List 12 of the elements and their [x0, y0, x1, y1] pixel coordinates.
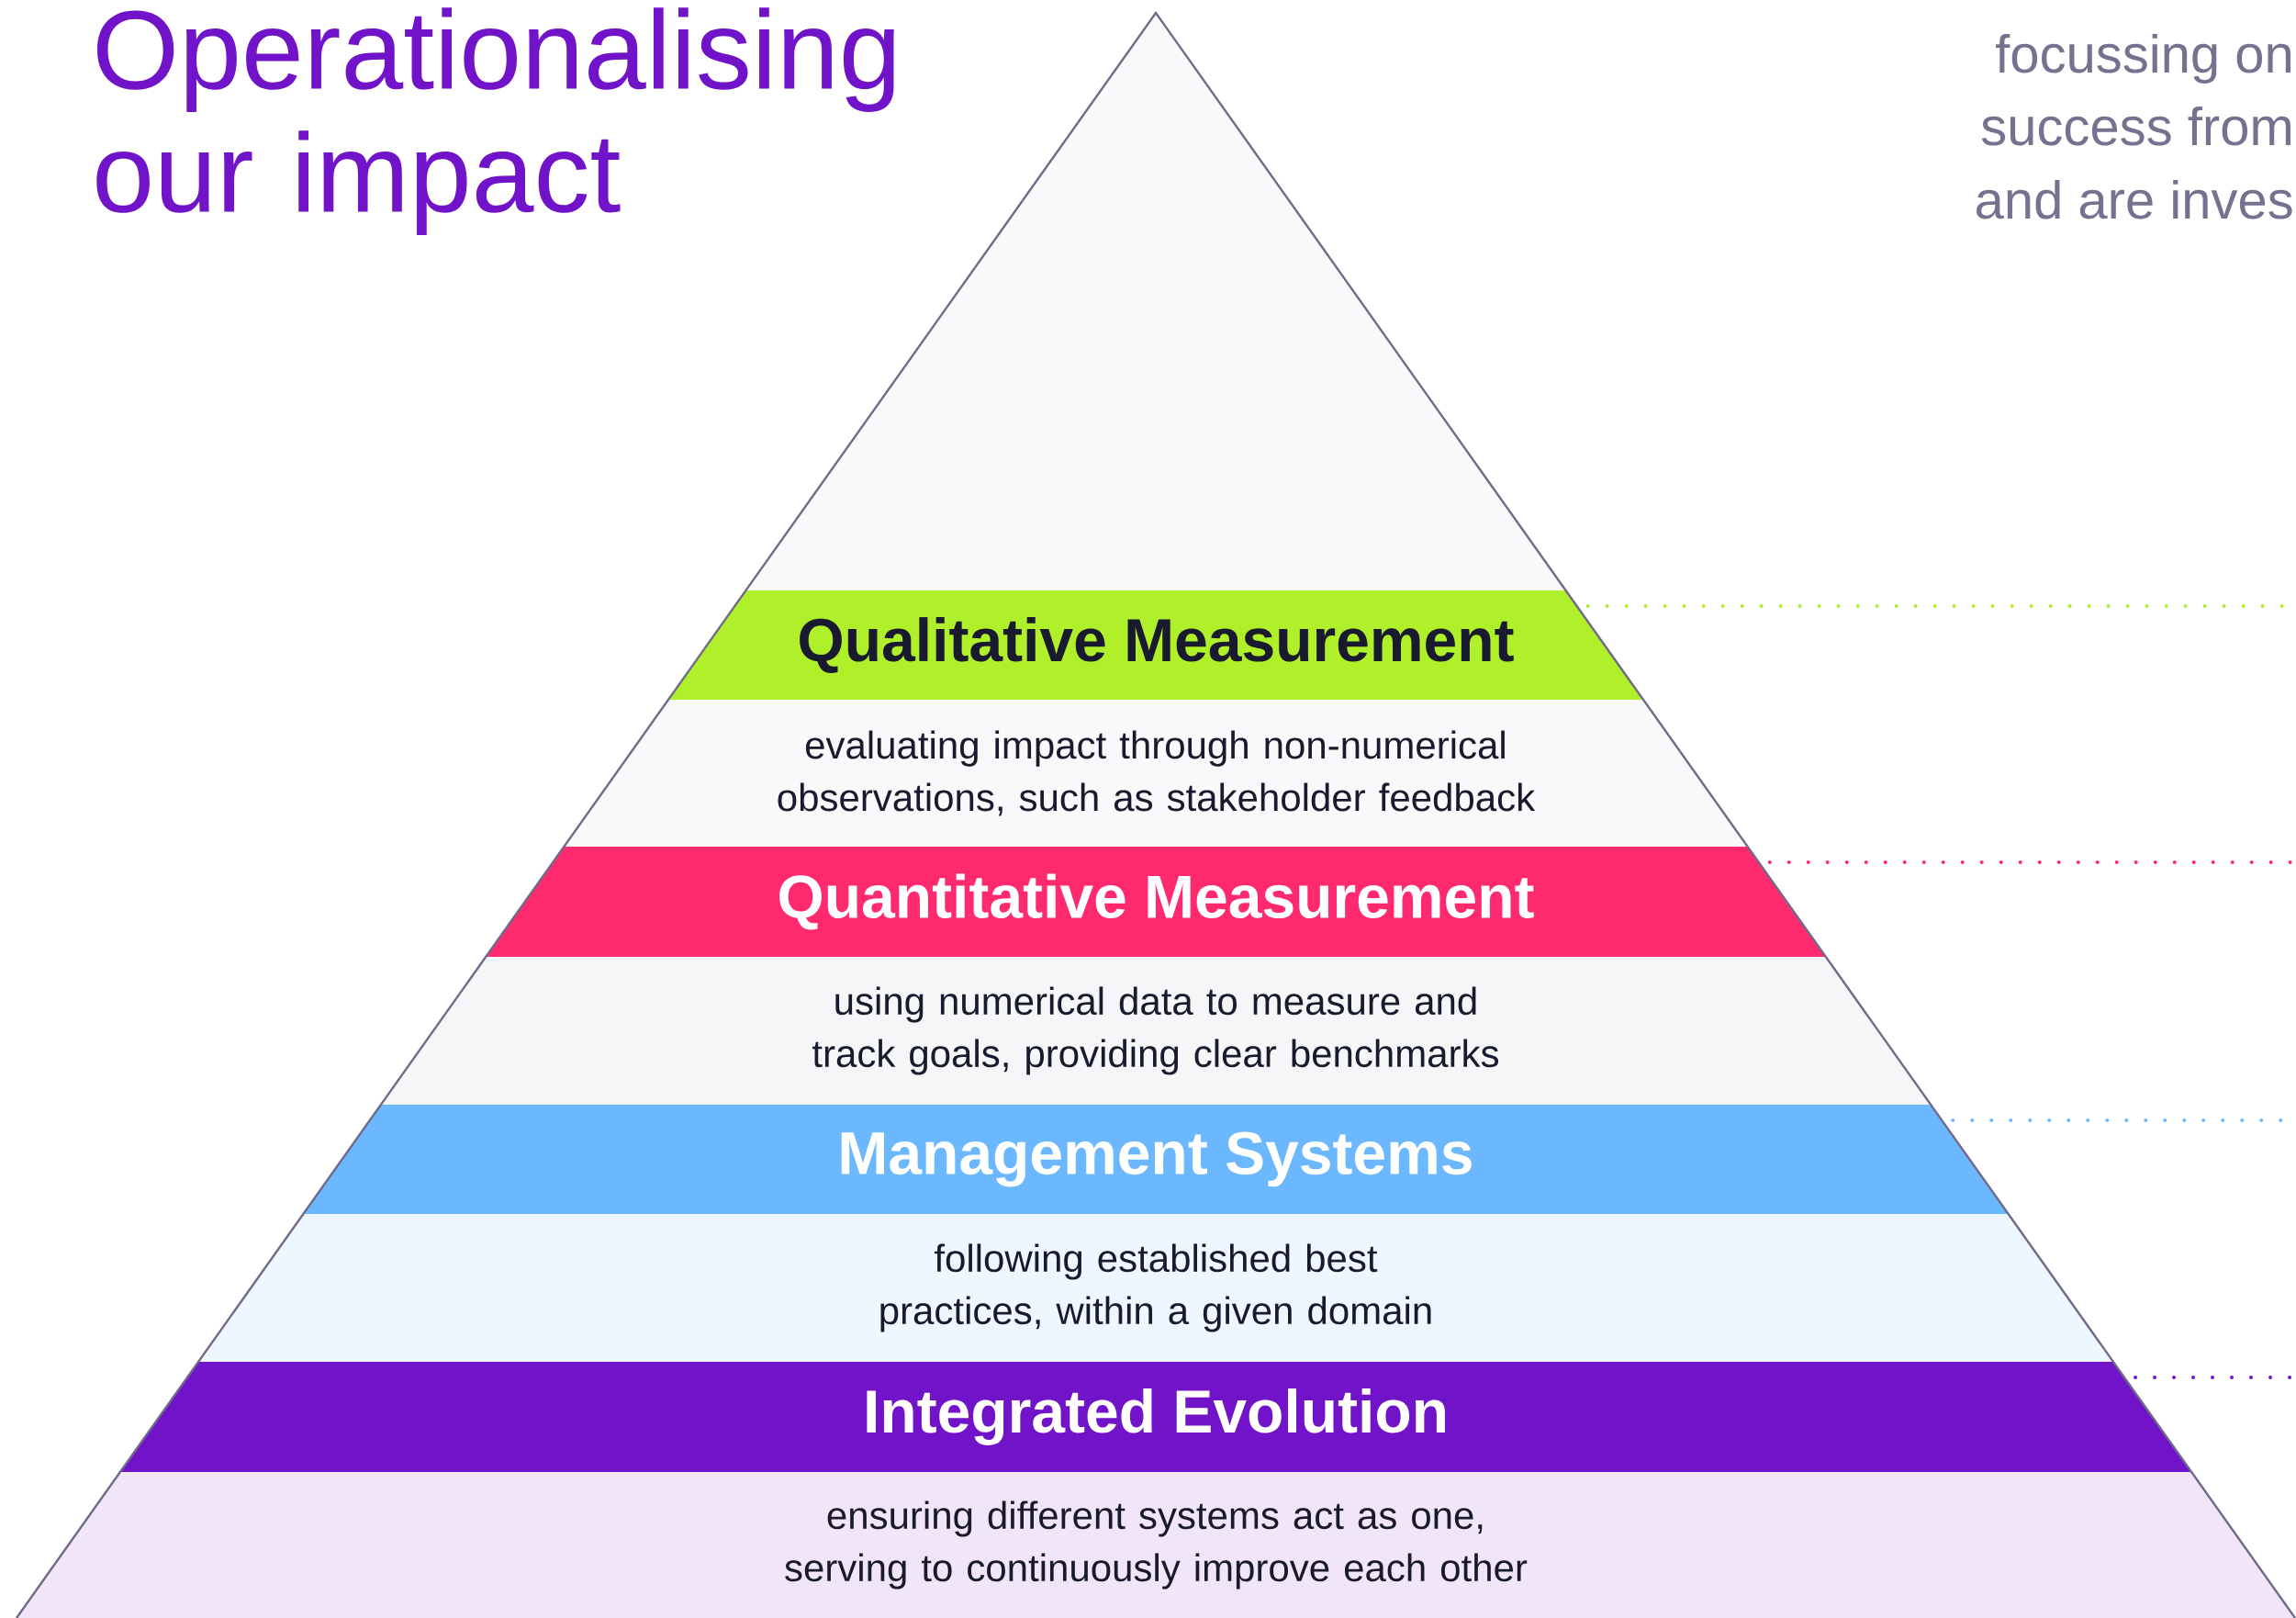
band-heading: Quantitative Measurement	[486, 847, 1826, 957]
band-description: following established best practices, within a given domain	[198, 1214, 2113, 1362]
side-text: focussing on	[1996, 33, 2290, 84]
side-text: success from	[1981, 107, 2290, 146]
band-heading: Qualitative Measurement	[668, 590, 1643, 700]
side-text: and are inves	[1977, 179, 2292, 219]
band-description: using numerical data to measure and track goals, providing clear benchmarks	[380, 957, 1932, 1105]
band-heading: Management Systems	[303, 1105, 2009, 1214]
band-heading: Integrated Evolution	[119, 1362, 2192, 1472]
title: Operationalising our impact	[96, 7, 894, 235]
band-description: ensuring different systems act as one, serving to continuously improve each other	[17, 1472, 2296, 1618]
band-description: evaluating impact through non-numerical observations, such as stakeholder feedback	[564, 700, 1748, 847]
